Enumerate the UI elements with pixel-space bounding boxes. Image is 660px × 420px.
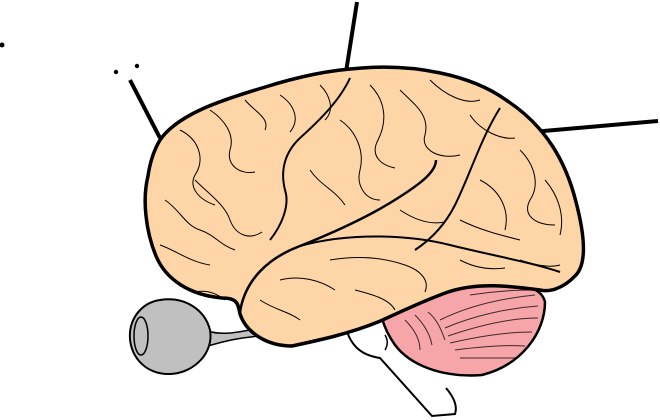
temporal-upper-edge <box>299 235 561 273</box>
dot <box>134 63 140 69</box>
dot <box>113 69 119 75</box>
label-dots <box>0 42 140 75</box>
cerebrum <box>143 65 586 348</box>
eyeball <box>128 298 212 376</box>
leader-line-left <box>128 79 162 139</box>
cornea <box>133 316 149 356</box>
brainstem <box>344 324 457 418</box>
leader-line-top <box>344 1 359 73</box>
dot <box>0 42 5 48</box>
lateral-fissure <box>238 159 438 313</box>
leader-lines <box>128 1 659 139</box>
leader-line-right <box>531 119 659 134</box>
